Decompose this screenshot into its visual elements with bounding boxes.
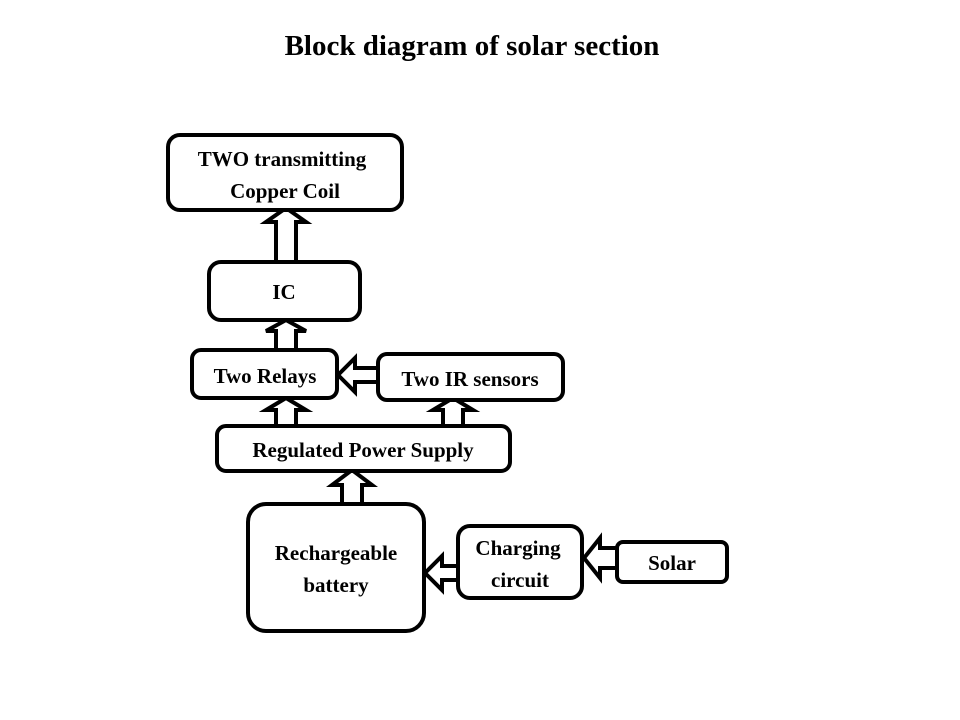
page-title: Block diagram of solar section xyxy=(284,30,660,62)
block-power-supply: Regulated Power Supply xyxy=(215,424,512,473)
charging-label-line1: Charging xyxy=(475,536,561,560)
arrow-sensors-to-relays xyxy=(335,353,380,397)
battery-label-line1: Rechargeable xyxy=(275,541,397,565)
ir-sensors-label: Two IR sensors xyxy=(401,367,538,391)
block-charging: Charging circuit xyxy=(456,524,584,600)
block-ic: IC xyxy=(207,260,362,322)
block-relays: Two Relays xyxy=(190,348,339,400)
block-ir-sensors: Two IR sensors xyxy=(376,352,565,402)
arrow-relays-to-ic xyxy=(265,317,307,352)
arrow-solar-to-charging xyxy=(581,532,619,584)
solar-label: Solar xyxy=(648,551,696,575)
coil-label-line1: TWO transmitting xyxy=(198,147,367,171)
battery-label-line2: battery xyxy=(303,573,369,597)
block-coil: TWO transmitting Copper Coil xyxy=(166,133,404,212)
ic-label: IC xyxy=(272,280,295,304)
arrow-ic-to-coil xyxy=(259,205,313,264)
block-battery: Rechargeable battery xyxy=(246,502,426,633)
arrow-battery-to-power xyxy=(326,467,378,506)
coil-label-line2: Copper Coil xyxy=(230,179,340,203)
arrow-power-to-sensors xyxy=(425,395,481,428)
relays-label: Two Relays xyxy=(214,364,317,388)
block-solar: Solar xyxy=(615,540,729,584)
charging-label-line2: circuit xyxy=(491,568,549,592)
power-supply-label: Regulated Power Supply xyxy=(252,438,474,462)
arrow-charging-to-battery xyxy=(422,551,460,595)
arrow-power-to-relays xyxy=(258,395,314,428)
